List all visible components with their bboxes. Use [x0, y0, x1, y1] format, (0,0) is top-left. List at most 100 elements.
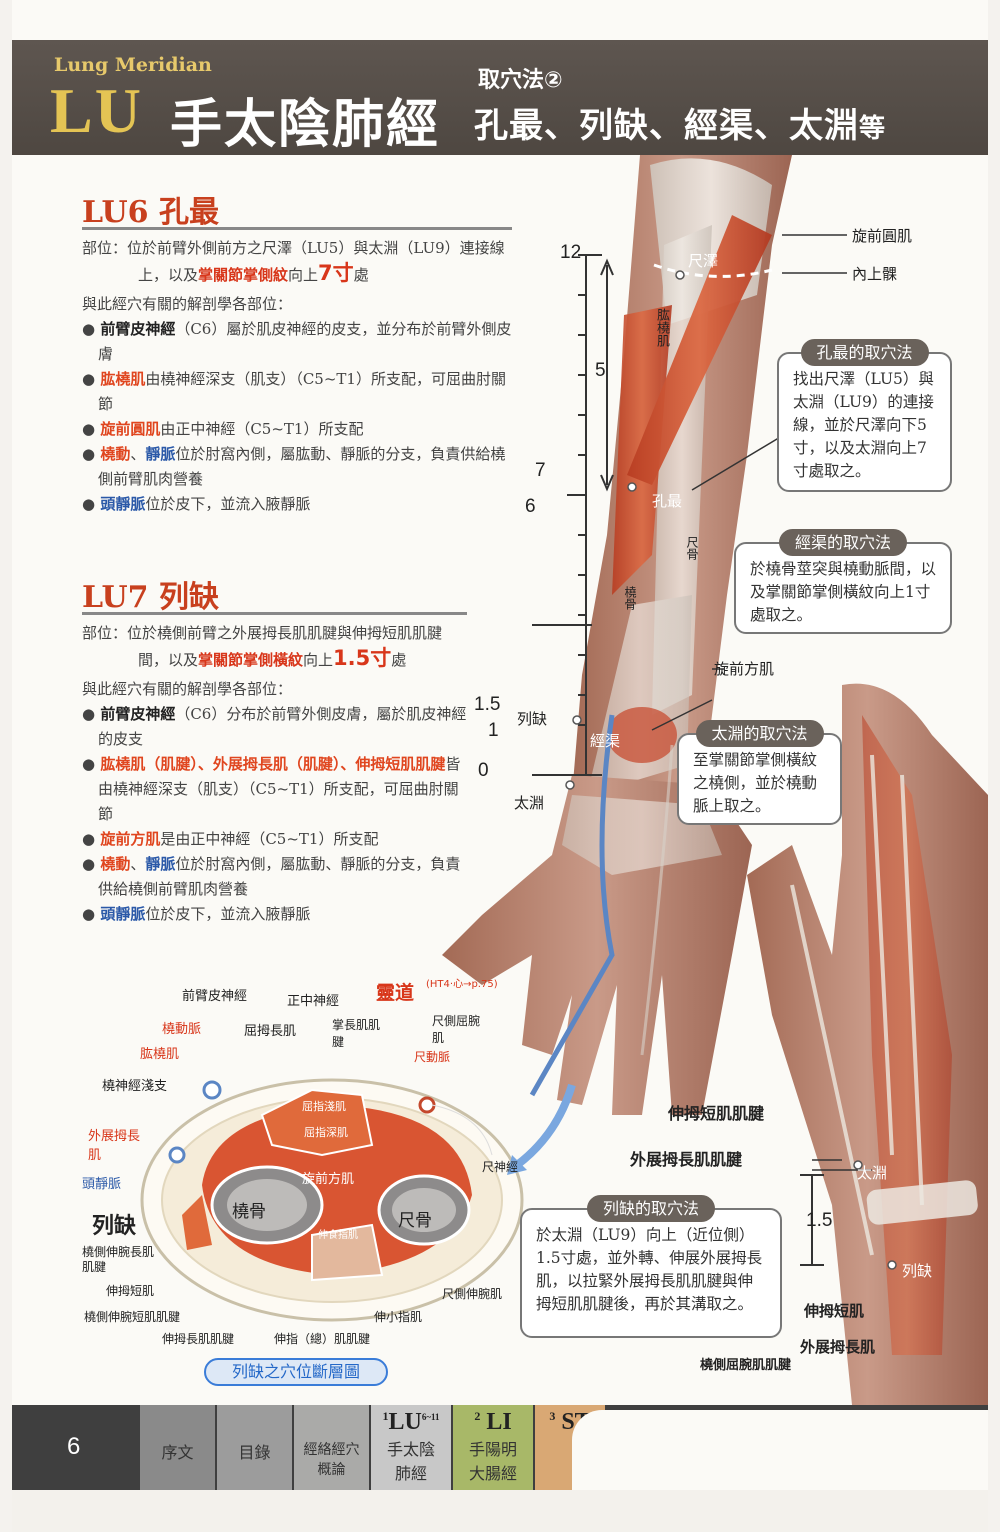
lu6-item-5: ● 頭靜脈位於皮下，並流入腋靜脈	[82, 495, 311, 513]
cs-cephalic: 頭靜脈	[82, 1177, 122, 1192]
label-taiyuan: 太淵	[514, 794, 545, 812]
scale-12: 12	[560, 242, 582, 263]
cs-median-nerve: 正中神經	[287, 994, 340, 1009]
label-kongzui: 孔最	[652, 492, 683, 510]
label-medial-epicondyle: 內上髁	[852, 265, 898, 283]
scale-5: 5	[595, 360, 606, 381]
cs-pl-tendon: 掌長肌肌腱	[332, 1018, 381, 1049]
callout-kongzui-title: 孔最的取穴法	[800, 339, 929, 366]
callout-taiyuan-title: 太淵的取穴法	[695, 720, 824, 747]
cs-fds: 屈指淺肌	[302, 1100, 346, 1113]
callout-taiyuan: 太淵的取穴法 至掌關節掌側橫紋之橈側，並於橈動脈上取之。	[677, 720, 842, 825]
cs-apl: 外展拇長肌	[88, 1129, 141, 1163]
lu7-item-2: ● 肱橈肌（肌腱）、外展拇長肌（肌腱）、伸拇短肌肌腱皆由橈神經深支（肌支）（C5…	[82, 755, 461, 823]
label-taiyuan-2: 太淵	[857, 1164, 888, 1182]
lu6-item-1: ● 前臂皮神經（C6）屬於肌皮神經的皮支，並分布於前臂外側皮膚	[82, 320, 512, 363]
cs-ep-index: 伸食指肌	[318, 1230, 358, 1241]
callout-jingqu: 經渠的取穴法 於橈骨莖突與橈動脈間，以及掌關節掌側橫紋向上1寸處取之。	[734, 529, 952, 634]
page-number: 6	[67, 1433, 81, 1460]
label-fcr-tendon: 橈側屈腕肌肌腱	[700, 1358, 792, 1373]
section-lu6: LU6 孔最 部位：位於前臂外側前方之尺澤（LU5）與太淵（LU9）連接線上，以…	[82, 198, 512, 517]
cs-ulnar-artery: 尺動脈	[414, 1050, 451, 1064]
cs-radial-nerve: 橈神經淺支	[102, 1079, 168, 1094]
cs-edm: 伸小指肌	[374, 1310, 423, 1324]
cs-epl: 伸拇長肌肌腱	[162, 1332, 235, 1346]
callout-lieque-text: 於太淵（LU9）向上（近位側）1.5寸處，並外轉、伸展外展拇長肌，以拉緊外展拇長…	[536, 1226, 763, 1313]
cs-lingdao: 靈道	[376, 982, 415, 1004]
tab-lung-meridian[interactable]: 1LU6~11 手太陰肺經	[371, 1405, 451, 1490]
cs-ecu: 尺側伸腕肌	[442, 1287, 503, 1301]
cs-ulnar-nerve: 尺神經	[482, 1160, 519, 1174]
cs-lieque: 列缺	[92, 1214, 137, 1239]
callout-lieque: 列缺的取穴法 於太淵（LU9）向上（近位側）1.5寸處，並外轉、伸展外展拇長肌，…	[520, 1195, 782, 1338]
label-brachioradialis: 肱橈肌	[654, 308, 669, 347]
lu7-item-3: ● 旋前方肌是由正中神經（C5~T1）所支配	[82, 830, 379, 848]
scale-7: 7	[535, 460, 546, 481]
cs-ecrl: 橈側伸腕長肌肌腱	[82, 1245, 155, 1274]
cs-epb: 伸拇短肌	[106, 1284, 155, 1298]
meridian-code: LU	[50, 75, 143, 146]
cs-fcu: 尺側屈腕肌	[432, 1014, 481, 1045]
cs-ecrb: 橈側伸腕短肌肌腱	[84, 1310, 181, 1324]
cross-section-title: 列缺之穴位斷層圖	[204, 1358, 388, 1386]
bottom-strip	[12, 1490, 988, 1532]
scale-1-5: 1.5	[474, 694, 501, 715]
method-label: 取穴法②	[478, 68, 563, 93]
tab-large-intestine[interactable]: 2 LI 手陽明大腸經	[453, 1405, 533, 1490]
lu6-item-2: ● 肱橈肌由橈神經深支（肌支）（C5~T1）所支配，可屈曲肘關節	[82, 370, 506, 413]
section-lu7: LU7 列缺 部位：位於橈側前臂之外展拇長肌肌腱與伸拇短肌肌腱間，以及掌關節掌側…	[82, 583, 467, 927]
label-ulna: 尺骨	[685, 536, 699, 560]
cs-brachioradialis: 肱橈肌	[140, 1047, 180, 1062]
lu6-item-3: ● 旋前圓肌由正中神經（C5~T1）所支配	[82, 420, 364, 438]
lu7-item-1: ● 前臂皮神經（C6）分布於前臂外側皮膚，屬於肌皮神經的皮支	[82, 705, 467, 748]
forearm-illustration	[140, 155, 988, 1405]
tab-overview[interactable]: 經絡經穴概論	[294, 1405, 369, 1490]
tab-contents[interactable]: 目錄	[217, 1405, 292, 1490]
scale-side-1-5: 1.5	[806, 1210, 833, 1231]
label-lieque: 列缺	[517, 710, 548, 728]
page-header: Lung Meridian LU 手太陰肺經 取穴法② 孔最、列缺、經渠、太淵等	[12, 40, 988, 155]
label-jingqu: 經渠	[590, 732, 621, 750]
cs-pronator-quad: 旋前方肌	[302, 1172, 355, 1187]
cs-ed: 伸指（總）肌肌腱	[274, 1332, 371, 1346]
cs-radius: 橈骨	[232, 1202, 266, 1222]
lu6-item-4: ● 橈動、靜脈位於肘窩內側，屬肱動、靜脈的分支，負責供給橈側前臂肌肉營養	[82, 445, 506, 488]
cs-forearm-nerve: 前臂皮神經	[182, 989, 248, 1004]
cs-ulna: 尺骨	[398, 1211, 432, 1231]
callout-lieque-title: 列缺的取穴法	[586, 1195, 716, 1222]
callout-taiyuan-text: 至掌關節掌側橫紋之橈側，並於橈動脈上取之。	[693, 751, 818, 815]
points-title: 孔最、列缺、經渠、太淵等	[474, 106, 887, 146]
cross-section-diagram	[140, 1078, 524, 1322]
lu7-item-5: ● 頭靜脈位於皮下，並流入腋靜脈	[82, 905, 311, 923]
lu7-lead: 與此經穴有關的解剖學各部位：	[82, 680, 293, 698]
label-pronator-quadratus: 旋前方肌	[714, 660, 775, 678]
lu7-title: LU7 列缺	[82, 583, 467, 615]
cs-fdp: 屈指深肌	[304, 1126, 348, 1139]
label-pronator-teres: 旋前圓肌	[852, 227, 913, 245]
cs-fpl: 屈拇長肌	[244, 1024, 297, 1039]
cs-lingdao-ref: (HT4·心→p.75)	[426, 979, 498, 990]
callout-jingqu-text: 於橈骨莖突與橈動脈間，以及掌關節掌側橫紋向上1寸處取之。	[750, 560, 937, 624]
label-apl-tendon: 外展拇長肌肌腱	[630, 1150, 743, 1169]
callout-jingqu-title: 經渠的取穴法	[778, 529, 908, 556]
lu6-title: LU6 孔最	[82, 198, 512, 230]
tab-preface[interactable]: 序文	[140, 1405, 215, 1490]
lu7-location: 部位：位於橈側前臂之外展拇長肌肌腱與伸拇短肌肌腱間，以及掌關節掌側橫紋向上1.5…	[82, 624, 443, 670]
scale-ticks	[567, 254, 602, 776]
label-epb: 伸拇短肌	[804, 1302, 865, 1320]
label-apl: 外展拇長肌	[800, 1338, 876, 1356]
meridian-title: 手太陰肺經	[170, 95, 441, 155]
cs-radial-artery: 橈動脈	[162, 1022, 202, 1037]
book-page: Lung Meridian LU 手太陰肺經 取穴法② 孔最、列缺、經渠、太淵等	[12, 0, 988, 1532]
label-radius: 橈骨	[623, 586, 637, 610]
callout-kongzui-text: 找出尺澤（LU5）與太淵（LU9）的連接線，並於尺澤向下5寸，以及太淵向上7寸處…	[793, 370, 934, 480]
scale-6: 6	[525, 496, 536, 517]
lu6-lead: 與此經穴有關的解剖學各部位：	[82, 295, 293, 313]
lu7-item-4: ● 橈動、靜脈位於肘窩內側，屬肱動、靜脈的分支，負責供給橈側前臂肌肉營養	[82, 855, 461, 898]
lu6-location: 部位：位於前臂外側前方之尺澤（LU5）與太淵（LU9）連接線上，以及掌關節掌側紋…	[82, 239, 505, 285]
scale-1: 1	[488, 720, 499, 741]
scale-0: 0	[478, 760, 489, 781]
english-subtitle: Lung Meridian	[54, 54, 212, 76]
label-chize: 尺澤	[688, 252, 719, 270]
label-epb-tendon: 伸拇短肌肌腱	[668, 1104, 765, 1123]
